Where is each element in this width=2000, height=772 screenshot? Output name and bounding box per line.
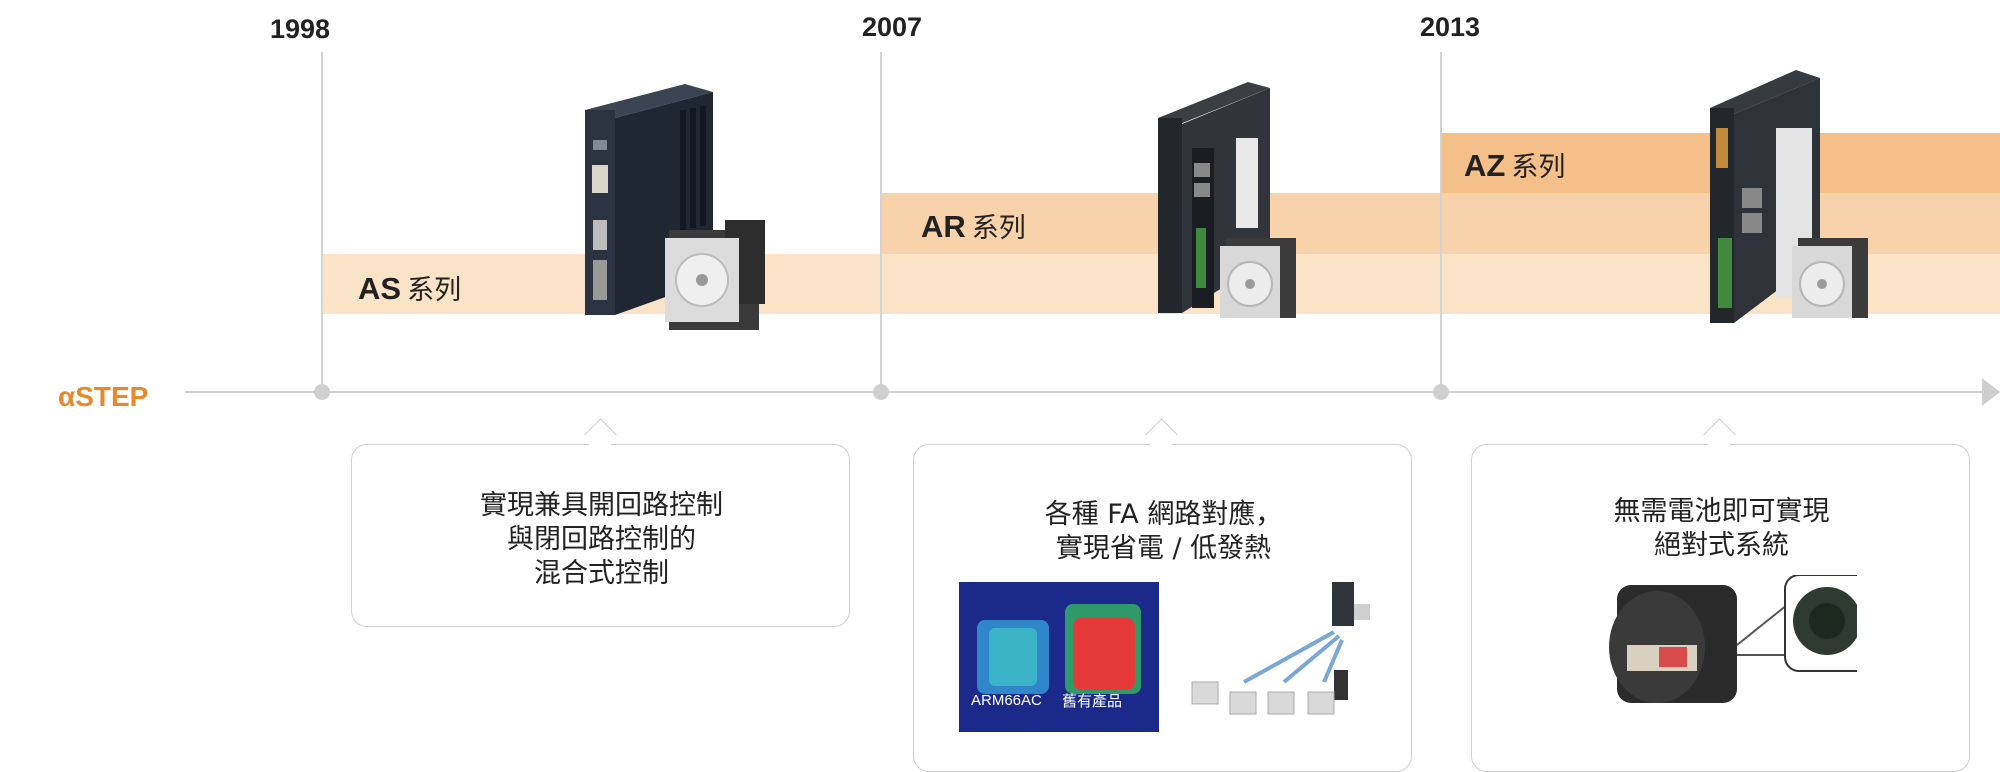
year-line-2013: [1440, 52, 1442, 392]
year-label: 2007: [862, 12, 923, 42]
series-code: AZ: [1464, 148, 1506, 183]
thermal-label: 舊有產品: [1062, 692, 1123, 710]
axis-label: αSTEP: [58, 381, 149, 412]
year-line-1998: [321, 52, 323, 392]
az-driver-motor-image: [1710, 70, 1868, 323]
series-suffix: 系列: [971, 213, 1026, 244]
network-diagram-image: [1191, 582, 1370, 715]
timeline-dot-2013: [1433, 384, 1449, 400]
callout-text: 實現兼具開回路控制 與閉回路控制的 混合式控制: [352, 489, 851, 591]
axis-arrow-icon: [1982, 378, 2000, 406]
year-line-2007: [880, 52, 882, 392]
year-label: 1998: [270, 14, 331, 44]
callout-network-energy: 各種 FA 網路對應， 實現省電 / 低發熱 ARM66AC 舊有產品: [913, 444, 1412, 772]
callout-line: 無需電池即可實現: [1613, 496, 1830, 527]
callout-text: 各種 FA 網路對應， 實現省電 / 低發熱: [914, 498, 1413, 566]
callout-text: 無需電池即可實現 絕對式系統: [1472, 495, 1971, 563]
series-suffix: 系列: [1511, 152, 1566, 183]
thermal-label: ARM66AC: [971, 692, 1042, 709]
absolute-encoder-motor-image: [1609, 575, 1857, 703]
ar-driver-motor-image: [1158, 82, 1296, 318]
callout-line: 與閉回路控制的: [507, 524, 696, 555]
series-code: AR: [921, 209, 966, 244]
timeline-axis: [185, 391, 1985, 393]
callout-line: 實現兼具開回路控制: [480, 490, 723, 521]
as-driver-motor-image: [585, 84, 765, 330]
callout-line: 混合式控制: [534, 558, 669, 589]
series-suffix: 系列: [407, 275, 462, 306]
callout-pointer-mask: [1150, 435, 1172, 449]
callout-line: 絕對式系統: [1654, 530, 1789, 561]
timeline-dot-1998: [314, 384, 330, 400]
callout-line: 實現省電 / 低發熱: [1055, 533, 1272, 564]
callout-pointer-mask: [589, 435, 611, 449]
timeline-dot-2007: [873, 384, 889, 400]
callout-pointer-mask: [1708, 435, 1730, 449]
series-code: AS: [358, 271, 402, 306]
callout-hybrid-control: 實現兼具開回路控制 與閉回路控制的 混合式控制: [351, 444, 850, 627]
callout-line: 各種 FA 網路對應，: [1044, 499, 1283, 530]
year-label: 2013: [1420, 12, 1481, 42]
thermal-blob-cool-core: [989, 628, 1037, 686]
callout-absolute-system: 無需電池即可實現 絕對式系統: [1471, 444, 1970, 772]
thermal-image: ARM66AC 舊有產品: [959, 582, 1159, 732]
thermal-blob-hot: [1073, 618, 1135, 690]
